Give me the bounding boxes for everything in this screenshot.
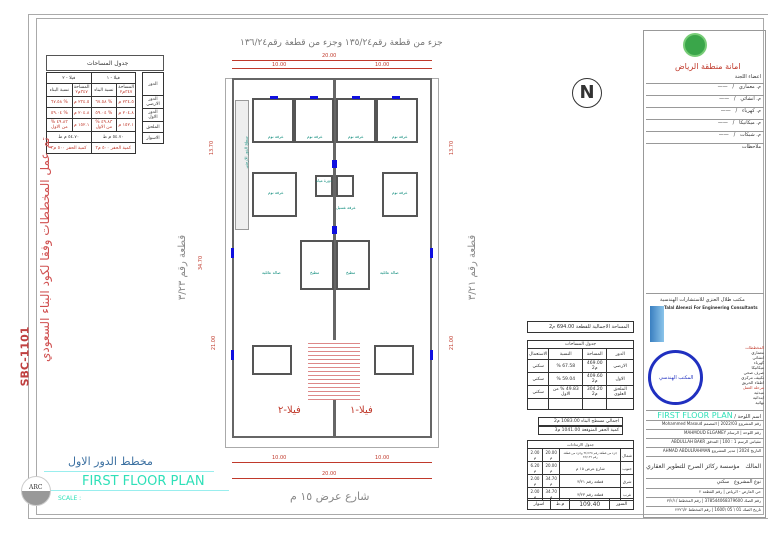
scale-label: SCALE : bbox=[58, 495, 82, 502]
district-row: حي العارض - الرياض | رقم القطعة ٢ bbox=[646, 489, 764, 498]
dim-line-bottom bbox=[232, 462, 432, 463]
building-code-note: تم عمل المخططات وفقا لكود البناء السعودي bbox=[38, 137, 52, 362]
member-row: م. انشائي / —— bbox=[646, 96, 764, 108]
area-schedule: جدول المساحات bbox=[46, 55, 164, 71]
project-type-row: نوع المشروع سكني bbox=[646, 479, 764, 489]
bathroom bbox=[252, 345, 292, 375]
excavation-box: كمية الحفر المتوقعة 1041.00 م3 bbox=[538, 426, 623, 435]
bedroom bbox=[252, 98, 294, 143]
bedroom bbox=[336, 98, 376, 143]
window bbox=[310, 96, 318, 99]
window bbox=[352, 96, 360, 99]
arc-logo: ARC bbox=[21, 476, 51, 506]
bedroom bbox=[294, 98, 334, 143]
owner-row: المالك مؤسسة ركائز الصرح للتطوير العقاري bbox=[646, 457, 764, 479]
window bbox=[231, 248, 234, 258]
deed-row: رقم الصك 378544068379600 | رقم المخطط /٣… bbox=[646, 498, 764, 507]
firm-name-ar: مكتب طلال العنزي للاستشارات الهندسية bbox=[660, 297, 745, 303]
window bbox=[430, 248, 433, 258]
roof-strip bbox=[235, 100, 249, 230]
firm-name-en: Talal Alenezi For Engineering Consultant… bbox=[664, 305, 758, 310]
authority-logo bbox=[683, 33, 707, 57]
authority-name: امانة منطقة الرياض bbox=[675, 62, 741, 71]
code-label: SBC-1101 bbox=[18, 326, 32, 387]
building-outline bbox=[232, 78, 432, 438]
bathroom bbox=[315, 175, 333, 197]
villa-right-label: فيلا-١ bbox=[350, 405, 373, 416]
plan-title-arabic: مخطط الدور الاول bbox=[68, 455, 153, 468]
plot-title: جزء من قطعة رقم١٣٥/٢٤ وجزء من قطعة رقم١٣… bbox=[240, 38, 443, 48]
stamp: المكتب الهندسي bbox=[648, 350, 703, 405]
people-row: مقياس الرسم 1 : 100 | المدقق ABDULLAH BA… bbox=[646, 439, 764, 448]
build-total-box: اجمالي مسطح البناء 1083.00 م2 bbox=[538, 417, 623, 426]
title-line bbox=[44, 471, 214, 472]
window bbox=[392, 96, 400, 99]
right-plot-label: قطعة رقم ٣/٢١ bbox=[467, 234, 479, 301]
left-plot-label: قطعة رقم ٣/٢٣ bbox=[177, 234, 189, 301]
total-area-box: المساحة الاجمالية للقطعة 694.00 م2 bbox=[527, 321, 634, 333]
bathroom bbox=[336, 175, 354, 197]
north-arrow-icon: N bbox=[572, 78, 602, 108]
people-row: رقم اللوحة | الرسام MAHMOUD ELGAMEY bbox=[646, 430, 764, 439]
window bbox=[430, 350, 433, 360]
dim-line-half bbox=[232, 68, 432, 69]
plot-area-label: ٣٤٧م٢ bbox=[119, 90, 133, 95]
bedroom bbox=[382, 172, 418, 217]
dim-line-total bbox=[232, 60, 432, 61]
bathroom bbox=[374, 345, 414, 375]
kitchen bbox=[336, 240, 370, 290]
bedroom bbox=[376, 98, 418, 143]
bedroom bbox=[252, 172, 297, 217]
committee-row: اعضاء اللجنة bbox=[646, 74, 764, 84]
member-row: م. معماري / —— bbox=[646, 84, 764, 96]
member-row: م. ميكانيكا / —— bbox=[646, 120, 764, 132]
staircase bbox=[308, 340, 360, 400]
inner-border bbox=[36, 18, 764, 515]
plan-title-english: FIRST FLOOR PLAN bbox=[82, 474, 205, 489]
firm-logo bbox=[650, 306, 664, 342]
window bbox=[332, 226, 337, 234]
window bbox=[231, 350, 234, 360]
street-label: شارع عرض ١٥ م bbox=[290, 490, 370, 503]
villa-left-label: فيلا-٢ bbox=[278, 405, 301, 416]
window bbox=[270, 96, 278, 99]
people-row: رقم المشروع 2022/03 | المصمم Mohammed Ma… bbox=[646, 421, 764, 430]
sheet-border bbox=[28, 14, 768, 519]
title-block bbox=[643, 30, 766, 518]
plot-area-label: ٣٤٧م٢ bbox=[75, 90, 88, 95]
area-schedule-title: جدول المساحات bbox=[87, 60, 129, 67]
date-row: تاريخ الصك 01 \ 05 \1600 | رقم المخطط ٢٣… bbox=[675, 507, 761, 512]
title-line-2 bbox=[44, 490, 229, 491]
window bbox=[332, 160, 337, 168]
member-row: م. شبكات / —— bbox=[646, 132, 764, 144]
floor-column: الدور الدور الارضي الدور الاول الملحق ال… bbox=[142, 72, 164, 144]
member-row: م. كهرباء / —— bbox=[646, 108, 764, 120]
sheet-name-row: اسم اللوحة / FIRST FLOOR PLAN bbox=[646, 410, 764, 421]
kitchen bbox=[300, 240, 334, 290]
notes-row: ملاحظات bbox=[646, 144, 764, 294]
people-row: التاريخ 2024 | مدير المشروع AHMAD ABDULR… bbox=[646, 448, 764, 457]
party-wall bbox=[333, 78, 336, 438]
dim-line-bottom-total bbox=[232, 478, 432, 479]
